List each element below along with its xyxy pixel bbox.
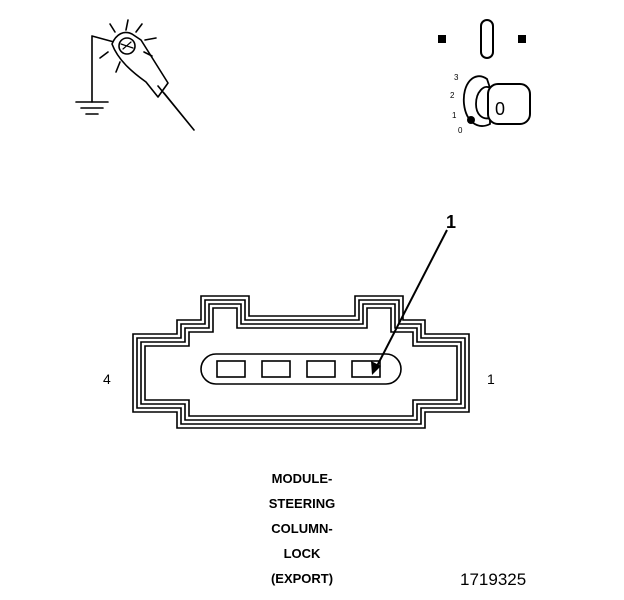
pin-cavity xyxy=(261,360,291,378)
key-position-3: 3 xyxy=(454,73,459,82)
pin-cavity xyxy=(216,360,246,378)
pin-cavity xyxy=(306,360,336,378)
key-position-0: 0 xyxy=(458,126,463,135)
caption-line: (EXPORT) xyxy=(270,571,334,586)
pin-label-right: 1 xyxy=(487,371,495,387)
pin-label-left: 4 xyxy=(103,371,111,387)
connector-housing xyxy=(132,295,470,429)
indicator-square-right xyxy=(518,35,526,43)
cavity-group xyxy=(216,360,381,378)
indicator-bar xyxy=(480,19,494,59)
key-position-1: 1 xyxy=(452,111,457,120)
caption-line: LOCK xyxy=(283,546,321,561)
caption-line: STEERING xyxy=(268,496,336,511)
key-head-icon xyxy=(487,83,531,125)
component-caption: MODULE- STEERING COLUMN- LOCK (EXPORT) xyxy=(212,466,392,591)
figure-id: 1719325 xyxy=(460,570,527,589)
callout-number: 1 xyxy=(446,212,457,232)
indicator-square-left xyxy=(438,35,446,43)
ignition-key-icon: 3 2 1 0 0 xyxy=(438,19,531,135)
caption-line: MODULE- xyxy=(271,471,333,486)
key-position-dot xyxy=(467,116,475,124)
key-position-2: 2 xyxy=(450,91,455,100)
cavity-strip xyxy=(200,353,402,385)
caption-line: COLUMN- xyxy=(271,521,333,536)
key-label: 0 xyxy=(495,99,505,119)
test-light-probe-icon xyxy=(75,19,195,131)
callout-leader xyxy=(371,229,448,375)
